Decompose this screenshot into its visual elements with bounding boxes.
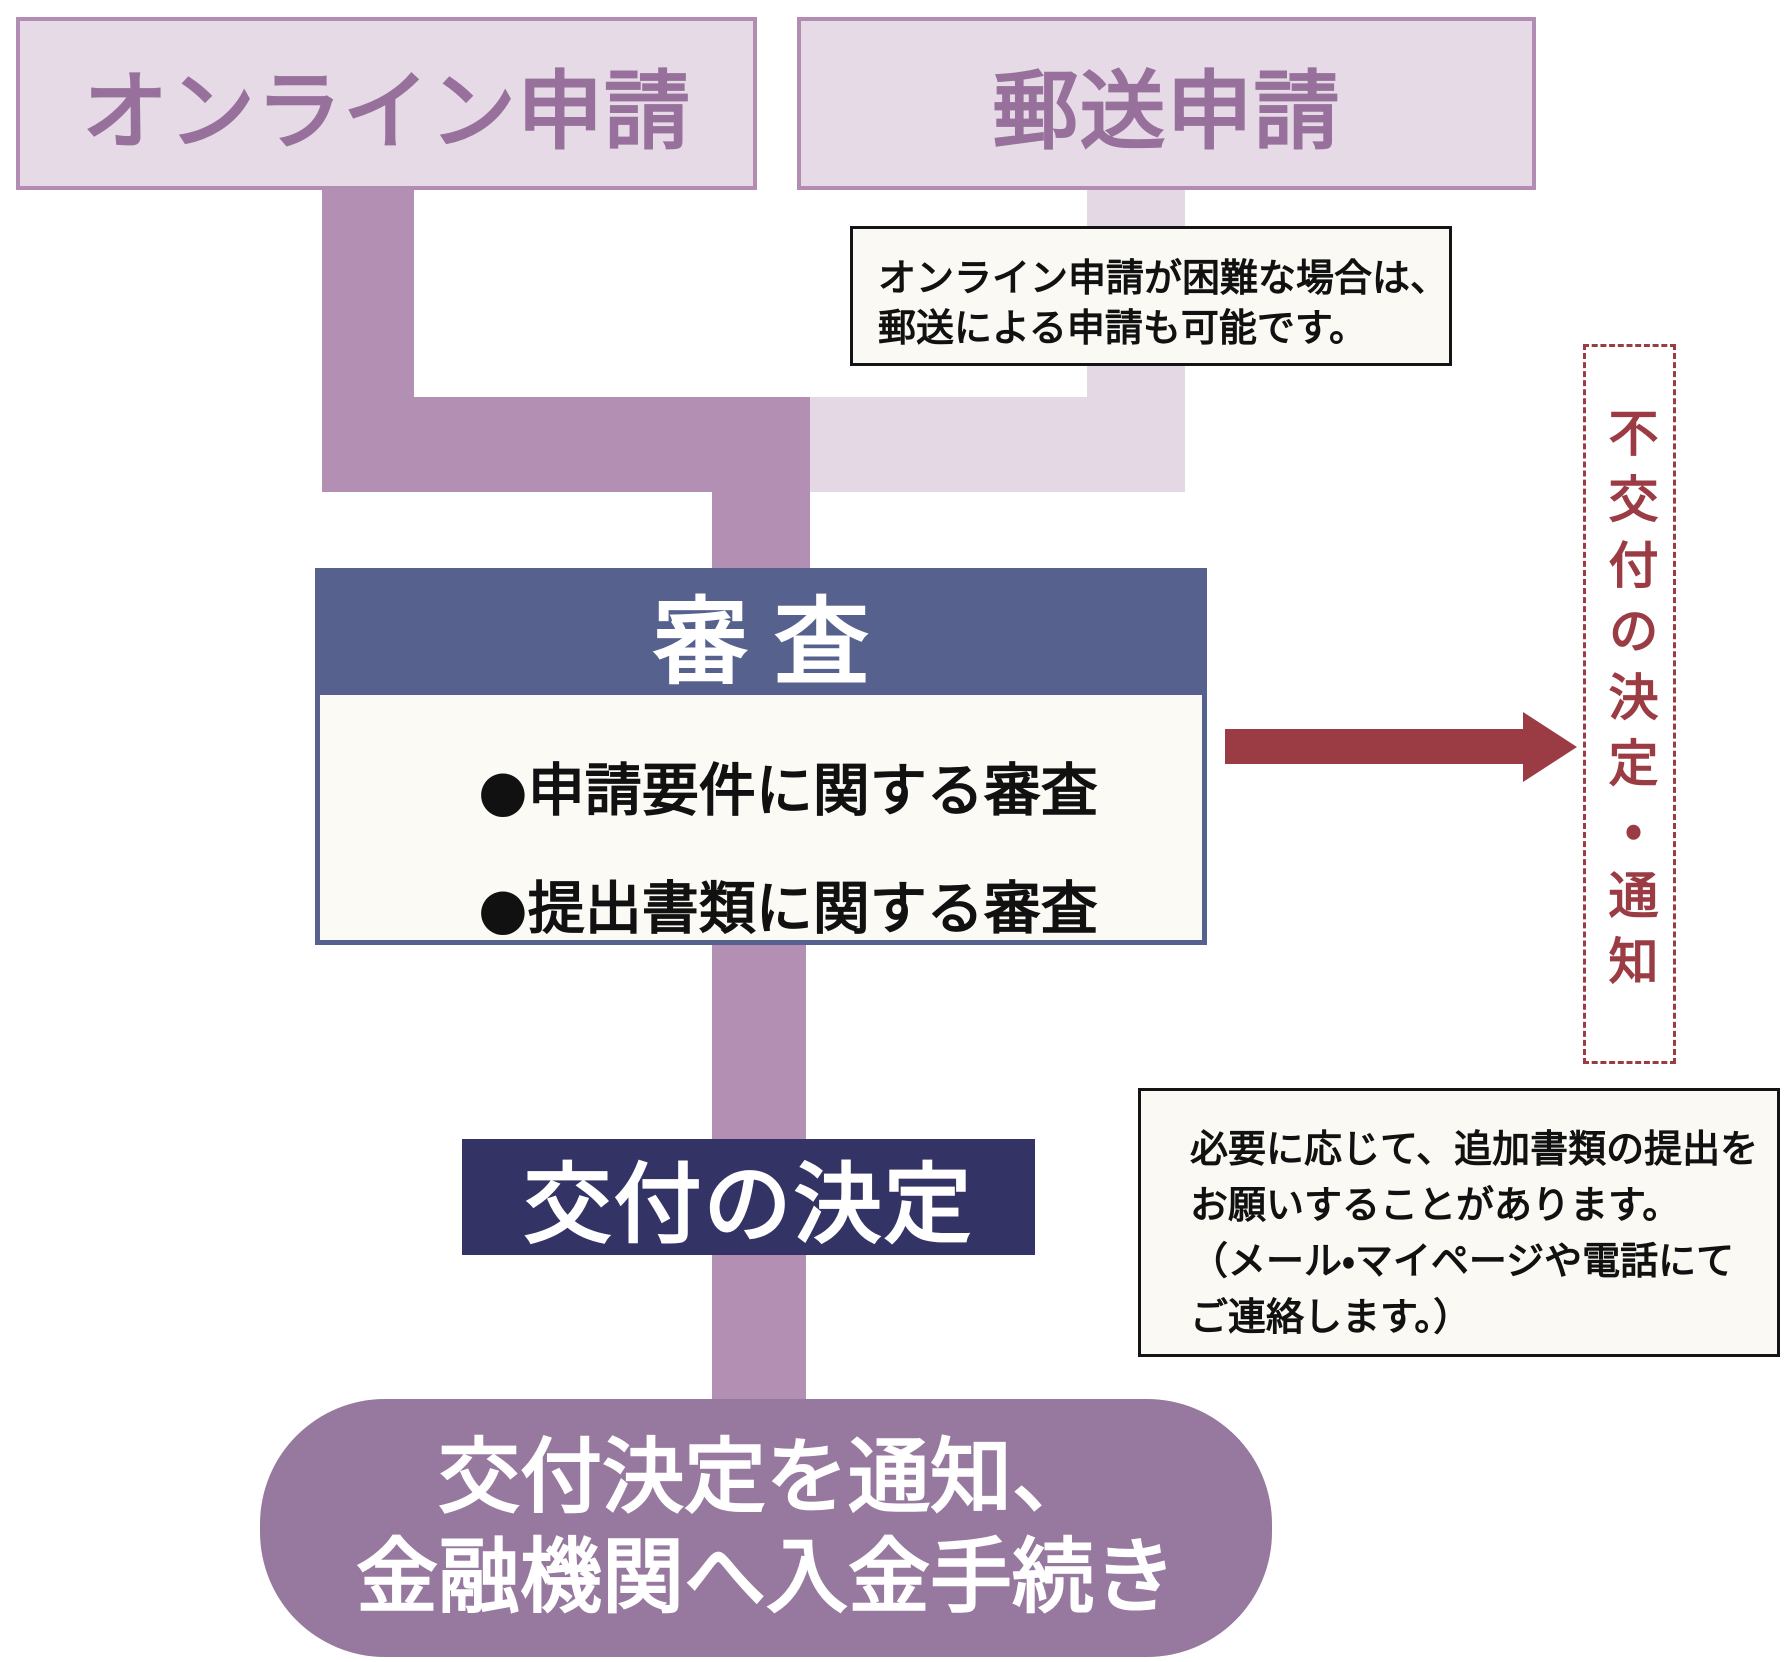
flow-line-online-horizontal xyxy=(322,397,810,492)
mail-note-box: オンライン申請が困難な場合は、 郵送による申請も可能です。 xyxy=(850,226,1452,366)
arrow-right-icon xyxy=(1225,712,1585,782)
additional-docs-note-line: 必要に応じて、追加書類の提出を xyxy=(1190,1127,1759,1171)
review-bullet-documents: ●提出書類に関する審査 xyxy=(478,876,1098,942)
review-bullet-requirements: ●申請要件に関する審査 xyxy=(478,758,1098,824)
flow-line-mail-horizontal xyxy=(810,397,1185,492)
review-box: 審査 ●申請要件に関する審査 ●提出書類に関する審査 xyxy=(315,568,1207,945)
final-result-line: 金融機関へ入金手続き xyxy=(355,1530,1176,1625)
online-application-box: オンライン申請 xyxy=(16,17,757,190)
mail-application-box: 郵送申請 xyxy=(797,17,1536,190)
online-application-label: オンライン申請 xyxy=(82,62,691,162)
final-result-box: 交付決定を通知、 金融機関へ入金手続き xyxy=(260,1399,1272,1657)
mail-application-label: 郵送申請 xyxy=(992,62,1341,162)
additional-docs-note-line: お願いすることがあります。 xyxy=(1190,1183,1681,1227)
mail-note-line: 郵送による申請も可能です。 xyxy=(878,306,1368,350)
grant-decision-label: 交付の決定 xyxy=(523,1152,974,1256)
additional-docs-note-line: （メール・マイページや電話にて xyxy=(1190,1239,1735,1283)
additional-docs-note-line: ご連絡します。） xyxy=(1190,1295,1472,1339)
rejection-notice-label: 不交付の決定・通知 xyxy=(1600,407,1659,1001)
review-body: ●申請要件に関する審査 ●提出書類に関する審査 xyxy=(320,695,1202,942)
final-result-line: 交付決定を通知、 xyxy=(437,1429,1094,1525)
grant-decision-box: 交付の決定 xyxy=(462,1139,1035,1256)
arrow-head xyxy=(1523,712,1577,782)
arrow-shaft xyxy=(1225,729,1523,764)
additional-docs-note-box: 必要に応じて、追加書類の提出を お願いすることがあります。 （メール・マイページ… xyxy=(1138,1088,1780,1357)
mail-note-line: オンライン申請が困難な場合は、 xyxy=(878,256,1449,300)
rejection-notice-box: 不交付の決定・通知 xyxy=(1583,344,1676,1064)
review-title: 審査 xyxy=(652,587,895,698)
flow-line-into-review xyxy=(712,490,810,572)
review-header: 審査 xyxy=(320,573,1202,698)
